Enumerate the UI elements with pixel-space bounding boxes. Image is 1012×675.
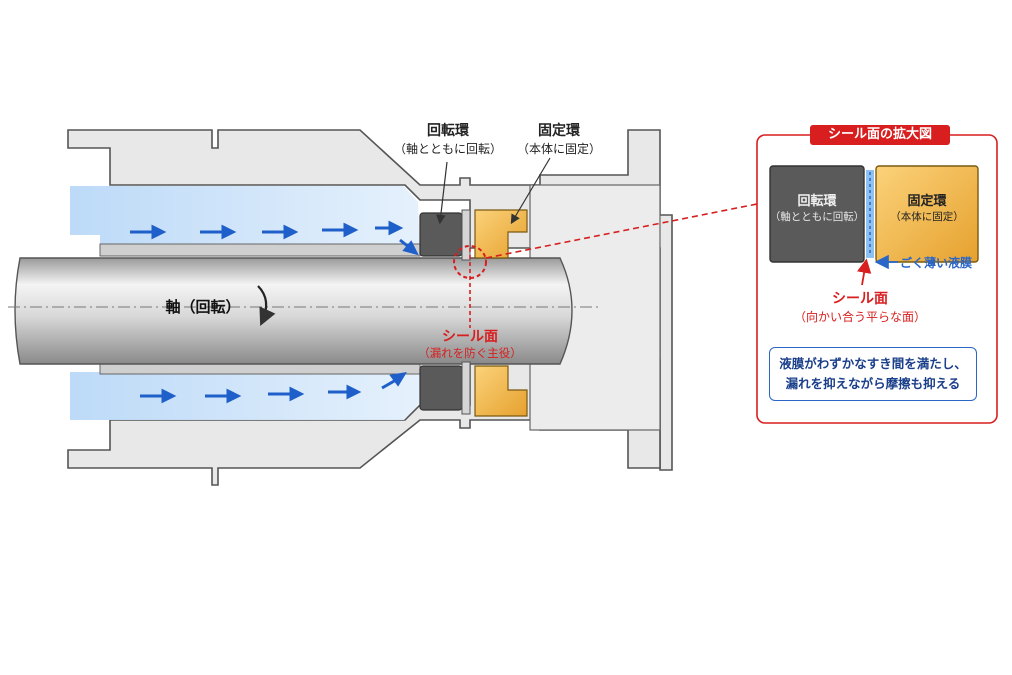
rotating-ring-upper <box>419 212 463 257</box>
rotating-ring-label: 回転環 <box>427 123 469 139</box>
zoom-connector <box>485 202 763 259</box>
rotating-ring-sublabel: （軸とともに回転） <box>393 142 502 156</box>
seal-face-label: シール面 <box>442 329 498 345</box>
zoom-fixed-ring <box>875 165 979 263</box>
rotating-ring-lower <box>419 365 463 411</box>
flow-arrows-lower <box>140 371 407 404</box>
zoom-film-label: ごく薄い液膜 <box>900 256 973 270</box>
zoom-title: シール面の拡大図 <box>810 125 950 145</box>
zoom-fixed-ring-sublabel: （本体に固定） <box>890 211 964 223</box>
fixed-ring-sublabel: （本体に固定） <box>516 142 601 156</box>
zoom-rotating-ring-sublabel: （軸とともに回転） <box>769 211 865 223</box>
rotation-arrow-icon <box>257 285 276 327</box>
shaft <box>14 257 573 365</box>
zoom-rotating-ring-label: 回転環 <box>797 194 837 209</box>
fluid-chamber-lower <box>70 372 420 420</box>
sleeve-upper <box>99 243 421 257</box>
fixed-ring-lower <box>474 365 528 417</box>
zoom-note-line1: 液膜がわずかなすき間を満たし、 <box>779 356 967 371</box>
zoom-note: 液膜がわずかなすき間を満たし、 漏れを抑えながら摩擦も抑える <box>769 347 977 401</box>
zoom-note-line2: 漏れを抑えながら摩擦も抑える <box>785 376 961 391</box>
zoom-seal-face-label: シール面 <box>832 291 888 307</box>
seal-face-sublabel: （漏れを防ぐ主役） <box>418 346 522 360</box>
shaft-label: 軸（回転） <box>165 298 241 316</box>
zoom-fixed-ring-label: 固定環 <box>907 194 947 209</box>
fluid-chamber-upper <box>70 186 420 255</box>
fixed-ring-label: 固定環 <box>538 123 580 139</box>
zoom-seal-face-sublabel: （向かい合う平らな面） <box>793 310 926 324</box>
flow-arrows-upper <box>130 220 419 256</box>
zoom-rotating-ring <box>769 165 865 263</box>
